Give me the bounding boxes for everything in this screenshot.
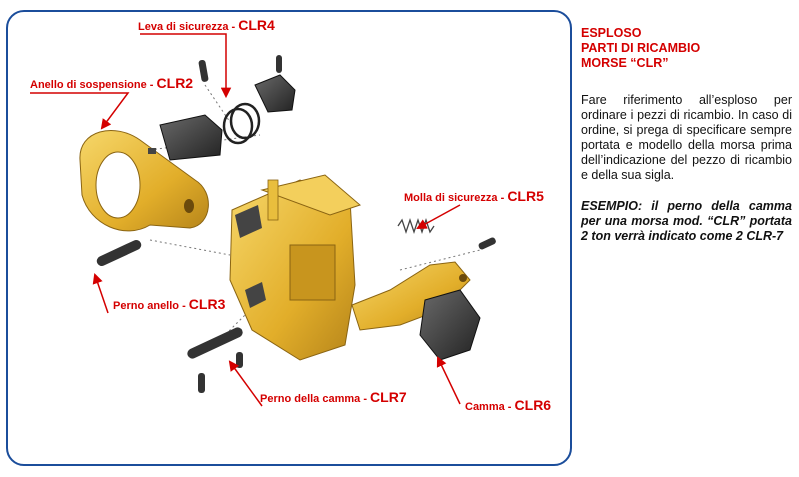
- safety-lever-part: [148, 55, 296, 161]
- callout-lifting-ring: Anello di sospensione - CLR2: [30, 75, 193, 91]
- callout-code: CLR3: [188, 296, 226, 312]
- lifting-ring-part: [79, 130, 209, 232]
- callout-safety-lever: Leva di sicurezza - CLR4: [138, 17, 275, 33]
- callout-cam-pin: Perno della camma - CLR7: [260, 389, 407, 405]
- callout-code: CLR4: [238, 17, 275, 33]
- panel-title-line-2: PARTI DI RICAMBIO: [581, 41, 701, 55]
- panel-title-line-1: ESPLOSO: [581, 26, 642, 40]
- pins: [96, 239, 243, 393]
- callout-safety-spring: Molla di sicurezza - CLR5: [404, 188, 544, 204]
- callout-text: Molla di sicurezza -: [404, 192, 508, 204]
- callout-code: CLR7: [370, 389, 407, 405]
- callout-ring-pin: Perno anello - CLR3: [113, 296, 225, 312]
- callout-text: Anello di sospensione -: [30, 79, 157, 91]
- callout-cam: Camma - CLR6: [465, 397, 551, 413]
- callout-text: Camma -: [465, 401, 515, 413]
- callout-lines: [30, 33, 461, 407]
- callout-code: CLR6: [514, 397, 552, 413]
- panel-title-line-3: MORSE “CLR”: [581, 56, 669, 70]
- callout-text: Perno anello -: [113, 300, 189, 312]
- clamp-body-part: [229, 174, 361, 361]
- exploded-view-diagram: [30, 33, 496, 407]
- panel-example: ESEMPIO: il perno della camma per una mo…: [581, 199, 792, 243]
- callout-code: CLR5: [507, 188, 544, 204]
- safety-spring-part: [397, 217, 435, 235]
- cam-part: [351, 237, 496, 361]
- callout-text: Perno della camma -: [260, 393, 371, 405]
- callout-code: CLR2: [156, 75, 194, 91]
- panel-description: Fare riferimento all’esploso per ordinar…: [581, 93, 792, 182]
- callout-text: Leva di sicurezza -: [138, 21, 239, 33]
- side-panel: ESPLOSO PARTI DI RICAMBIO MORSE “CLR” Fa…: [581, 26, 792, 244]
